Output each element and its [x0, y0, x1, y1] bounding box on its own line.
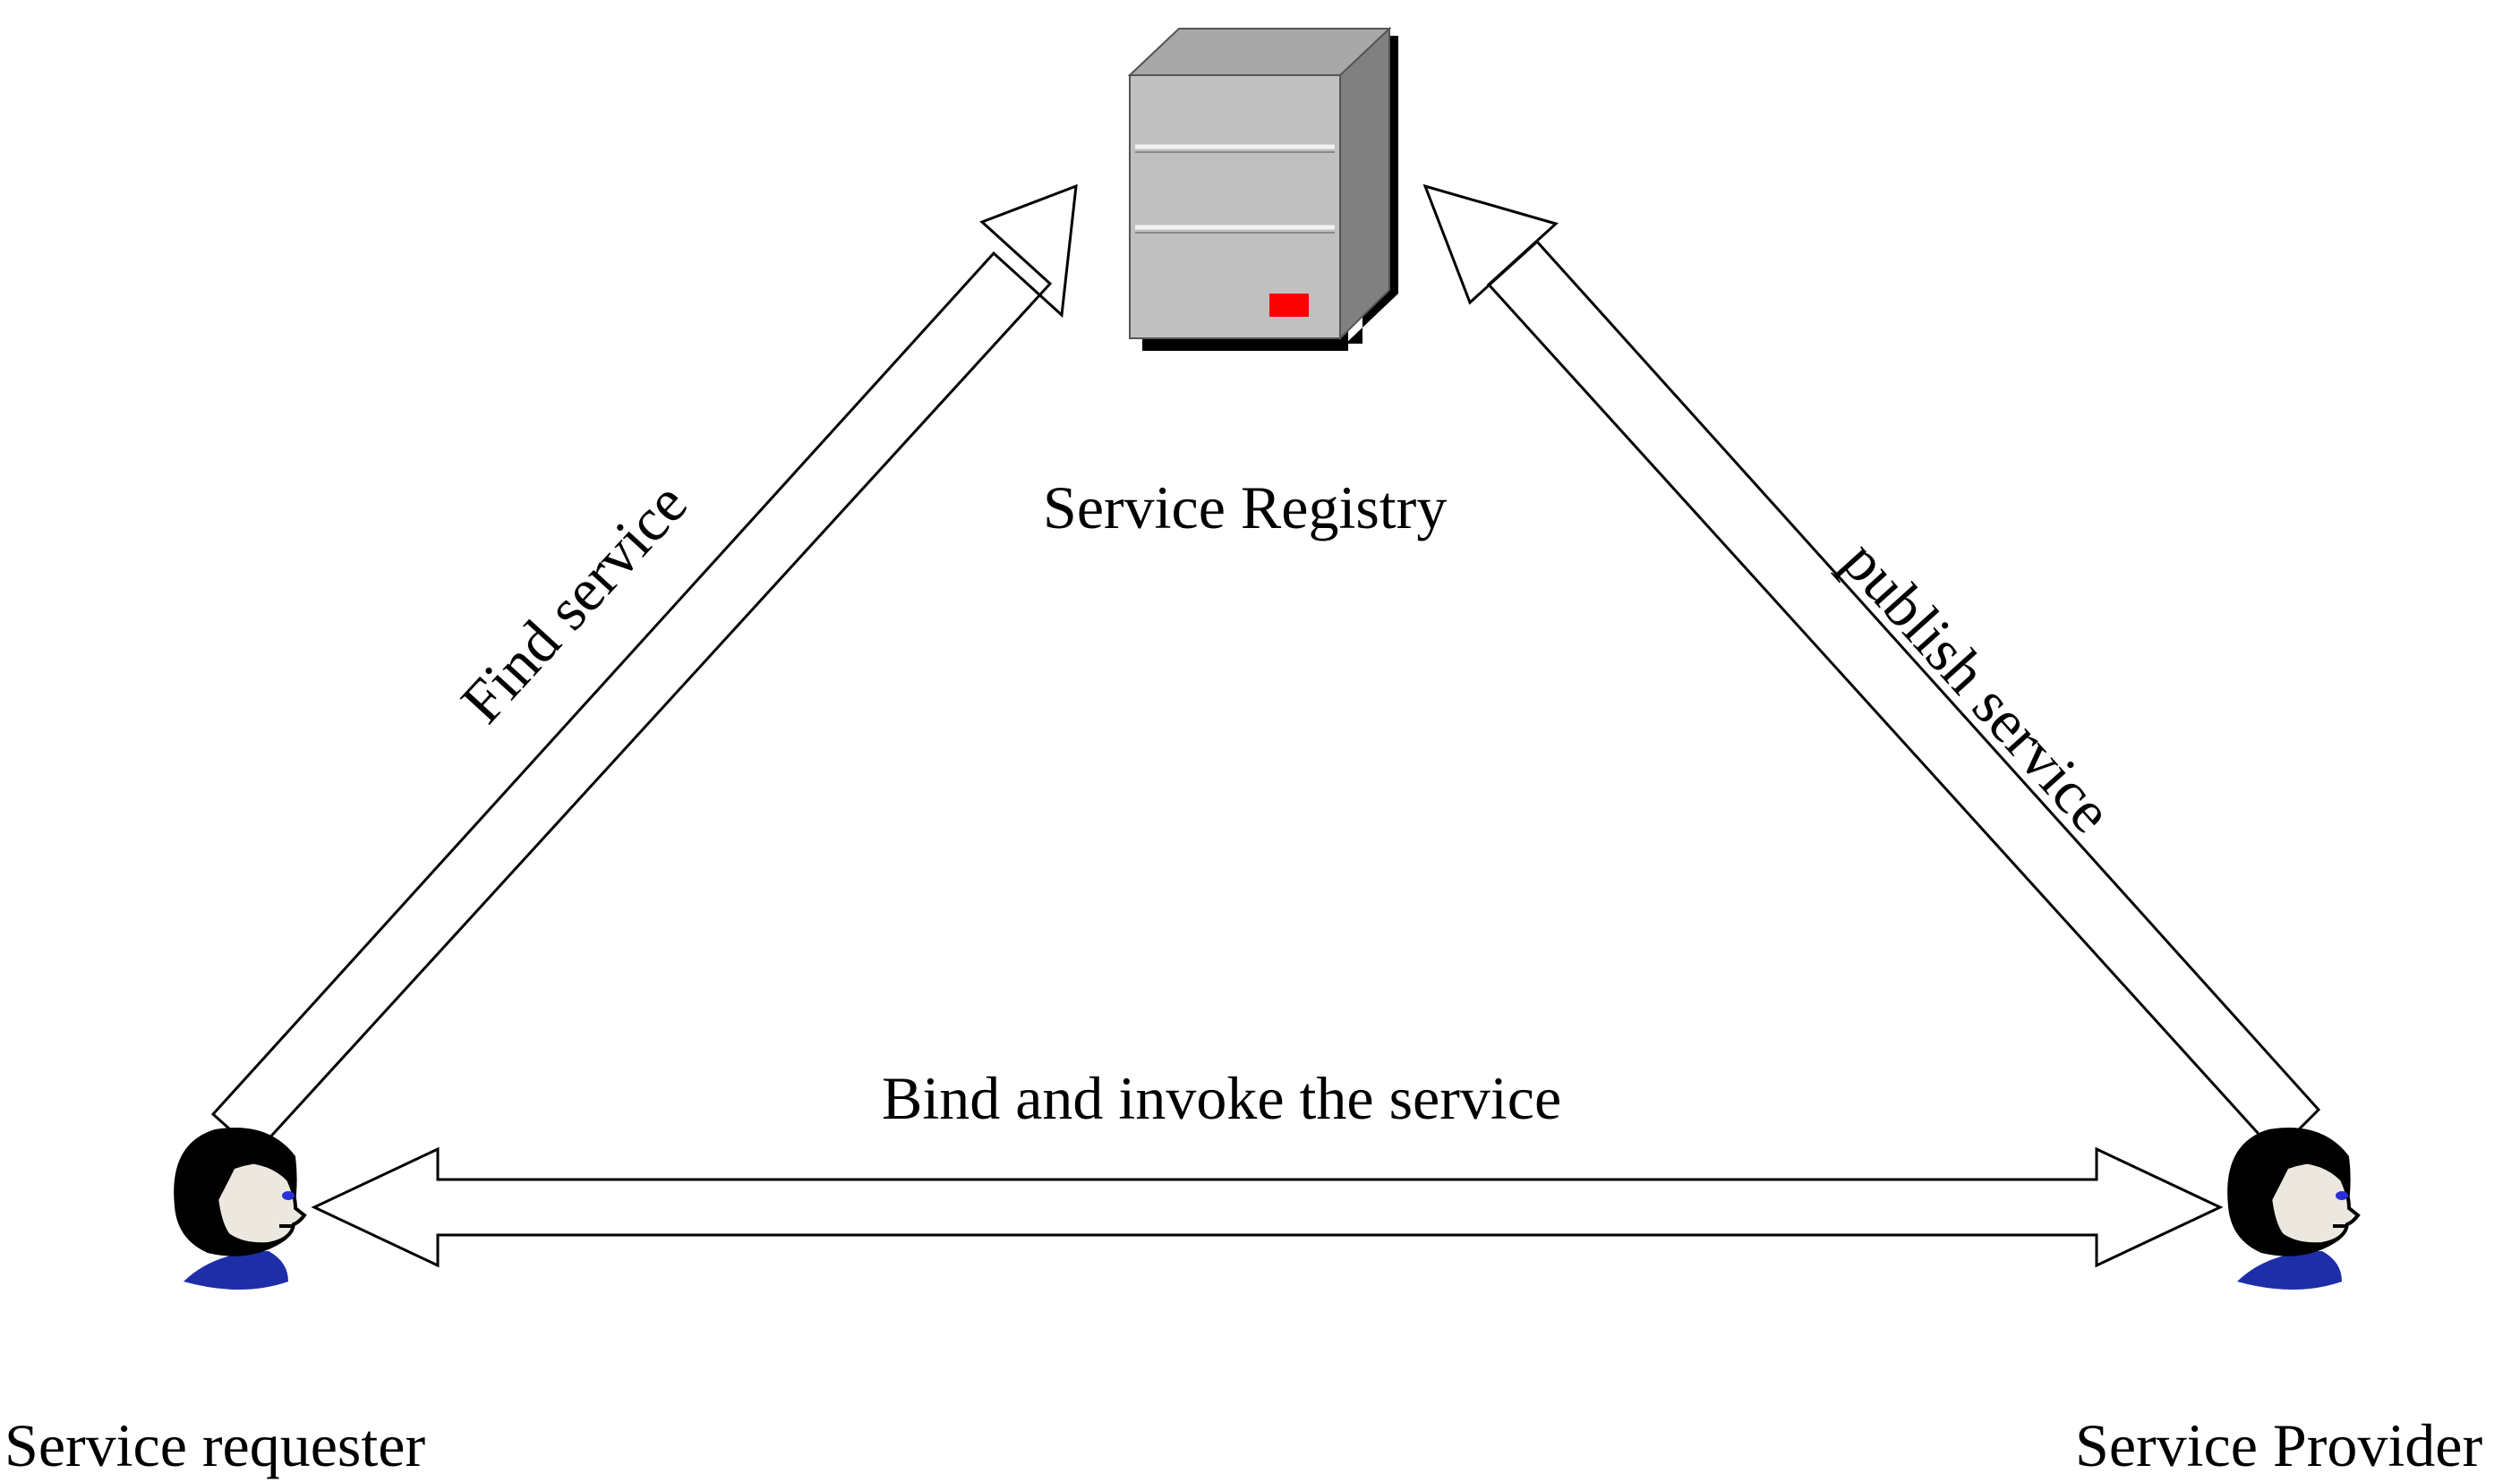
- bind-invoke-label: Bind and invoke the service: [882, 1064, 1561, 1132]
- find-service-arrow: [210, 183, 1078, 1155]
- registry-label: Service Registry: [1043, 473, 1447, 541]
- person-eye: [2336, 1191, 2348, 1200]
- person-icon: [2227, 1128, 2361, 1290]
- person-shirt: [184, 1251, 288, 1290]
- person-bang: [2263, 1147, 2340, 1204]
- server-icon: [1127, 26, 1398, 351]
- bind-invoke-arrow: [311, 1146, 2224, 1268]
- provider-label: Service Provider: [2075, 1411, 2482, 1479]
- publish-service-arrow: [1422, 183, 2321, 1155]
- person-face: [2266, 1159, 2361, 1247]
- person-bang: [209, 1147, 286, 1204]
- person-eye: [282, 1191, 295, 1200]
- server-led: [1269, 294, 1309, 317]
- person-icon: [174, 1128, 307, 1290]
- server-side: [1339, 26, 1390, 341]
- person-shirt: [2237, 1251, 2342, 1290]
- person-face: [212, 1159, 307, 1247]
- requester-label: Service requester: [4, 1411, 425, 1479]
